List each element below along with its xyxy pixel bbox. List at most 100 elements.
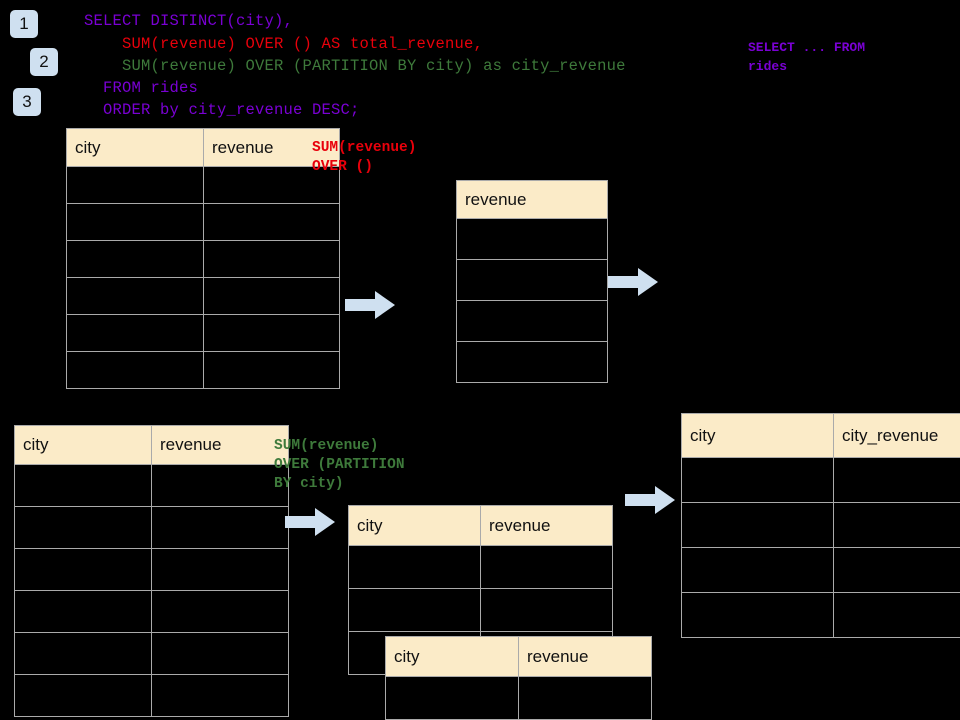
column-header-revenue: revenue bbox=[456, 180, 608, 219]
cell-city bbox=[14, 632, 152, 675]
step-badge-2[interactable]: 2 bbox=[30, 48, 58, 76]
cell-city bbox=[66, 314, 204, 352]
arrow-total-to-result-icon bbox=[608, 268, 658, 296]
table-row bbox=[66, 277, 340, 315]
sql-line-total-revenue: SUM(revenue) OVER () AS total_revenue, bbox=[84, 35, 484, 53]
cell-city bbox=[14, 548, 152, 591]
table-row bbox=[14, 590, 289, 633]
rides-source-table-top: city revenue bbox=[66, 128, 340, 389]
cell-revenue bbox=[203, 277, 340, 315]
cell-revenue bbox=[203, 240, 340, 278]
table-row bbox=[66, 240, 340, 278]
cell-city bbox=[66, 240, 204, 278]
table-row bbox=[66, 166, 340, 204]
arrow-source-to-partition-icon bbox=[285, 508, 335, 536]
table-row bbox=[66, 314, 340, 352]
annotation-select-from-rides: SELECT ... FROM rides bbox=[748, 40, 866, 74]
table-header-row: city revenue bbox=[14, 425, 289, 465]
cell-revenue bbox=[456, 259, 608, 301]
cell-city bbox=[348, 545, 481, 589]
cell-city bbox=[681, 502, 834, 548]
cell-revenue bbox=[151, 548, 289, 591]
column-header-city: city bbox=[681, 413, 834, 458]
annotation-sum-over-partition: SUM(revenue) OVER (PARTITION BY city) bbox=[274, 438, 405, 492]
cell-city bbox=[14, 674, 152, 717]
cell-revenue bbox=[203, 203, 340, 241]
column-header-city: city bbox=[385, 636, 519, 677]
table-row bbox=[681, 547, 960, 593]
table-row bbox=[456, 259, 608, 301]
table-row bbox=[456, 300, 608, 342]
column-header-revenue: revenue bbox=[151, 425, 289, 465]
cell-revenue bbox=[203, 351, 340, 389]
column-header-revenue: revenue bbox=[203, 128, 340, 167]
table-row bbox=[348, 545, 613, 589]
cell-revenue bbox=[151, 506, 289, 549]
cell-city-revenue bbox=[833, 547, 960, 593]
annotation-sum-over-empty: SUM(revenue) OVER () bbox=[312, 140, 417, 175]
cell-revenue bbox=[151, 674, 289, 717]
cell-city-revenue bbox=[833, 592, 960, 638]
cell-revenue bbox=[480, 588, 613, 632]
table-row bbox=[348, 588, 613, 632]
partition-table-front: city revenue bbox=[385, 636, 652, 720]
column-header-city-revenue: city_revenue bbox=[833, 413, 960, 458]
table-row bbox=[385, 676, 652, 720]
cell-revenue bbox=[151, 590, 289, 633]
table-row bbox=[66, 203, 340, 241]
table-row bbox=[14, 548, 289, 591]
step-badge-1[interactable]: 1 bbox=[10, 10, 38, 38]
cell-city bbox=[66, 203, 204, 241]
column-header-revenue: revenue bbox=[480, 505, 613, 546]
sql-line-select-distinct: SELECT DISTINCT(city), bbox=[84, 12, 294, 30]
step-badge-3[interactable]: 3 bbox=[13, 88, 41, 116]
table-header-row: city city_revenue bbox=[681, 413, 960, 458]
cell-city bbox=[385, 676, 519, 720]
table-row bbox=[14, 464, 289, 507]
cell-city bbox=[348, 588, 481, 632]
column-header-city: city bbox=[348, 505, 481, 546]
table-row bbox=[681, 502, 960, 548]
sql-line-city-revenue: SUM(revenue) OVER (PARTITION BY city) as… bbox=[84, 57, 626, 75]
table-header-row: city revenue bbox=[385, 636, 652, 677]
cell-revenue bbox=[456, 218, 608, 260]
table-row bbox=[456, 218, 608, 260]
cell-revenue bbox=[456, 341, 608, 383]
column-header-city: city bbox=[66, 128, 204, 167]
cell-city bbox=[66, 166, 204, 204]
cell-revenue bbox=[456, 300, 608, 342]
column-header-city: city bbox=[14, 425, 152, 465]
cell-city bbox=[14, 464, 152, 507]
table-row bbox=[66, 351, 340, 389]
sql-line-from-rides: FROM rides bbox=[84, 79, 199, 97]
arrow-source-to-total-icon bbox=[345, 291, 395, 319]
cell-revenue bbox=[151, 464, 289, 507]
table-row bbox=[681, 592, 960, 638]
table-row bbox=[14, 506, 289, 549]
column-header-revenue: revenue bbox=[518, 636, 652, 677]
table-row bbox=[14, 674, 289, 717]
cell-city bbox=[681, 547, 834, 593]
table-row bbox=[456, 341, 608, 383]
cell-revenue bbox=[151, 632, 289, 675]
cell-city-revenue bbox=[833, 457, 960, 503]
cell-city bbox=[66, 351, 204, 389]
cell-city bbox=[66, 277, 204, 315]
cell-city bbox=[14, 506, 152, 549]
table-row bbox=[14, 632, 289, 675]
table-header-row: city revenue bbox=[66, 128, 340, 167]
table-header-row: city revenue bbox=[348, 505, 613, 546]
table-row bbox=[681, 457, 960, 503]
rides-source-table-bottom: city revenue bbox=[14, 425, 289, 717]
total-revenue-table: revenue bbox=[456, 180, 608, 383]
final-result-table: city city_revenue bbox=[681, 413, 960, 638]
cell-city bbox=[681, 592, 834, 638]
table-header-row: revenue bbox=[456, 180, 608, 219]
arrow-partition-to-result-icon bbox=[625, 486, 675, 514]
sql-line-order-by: ORDER by city_revenue DESC; bbox=[84, 101, 360, 119]
cell-revenue bbox=[203, 314, 340, 352]
cell-city bbox=[681, 457, 834, 503]
cell-city bbox=[14, 590, 152, 633]
cell-city-revenue bbox=[833, 502, 960, 548]
